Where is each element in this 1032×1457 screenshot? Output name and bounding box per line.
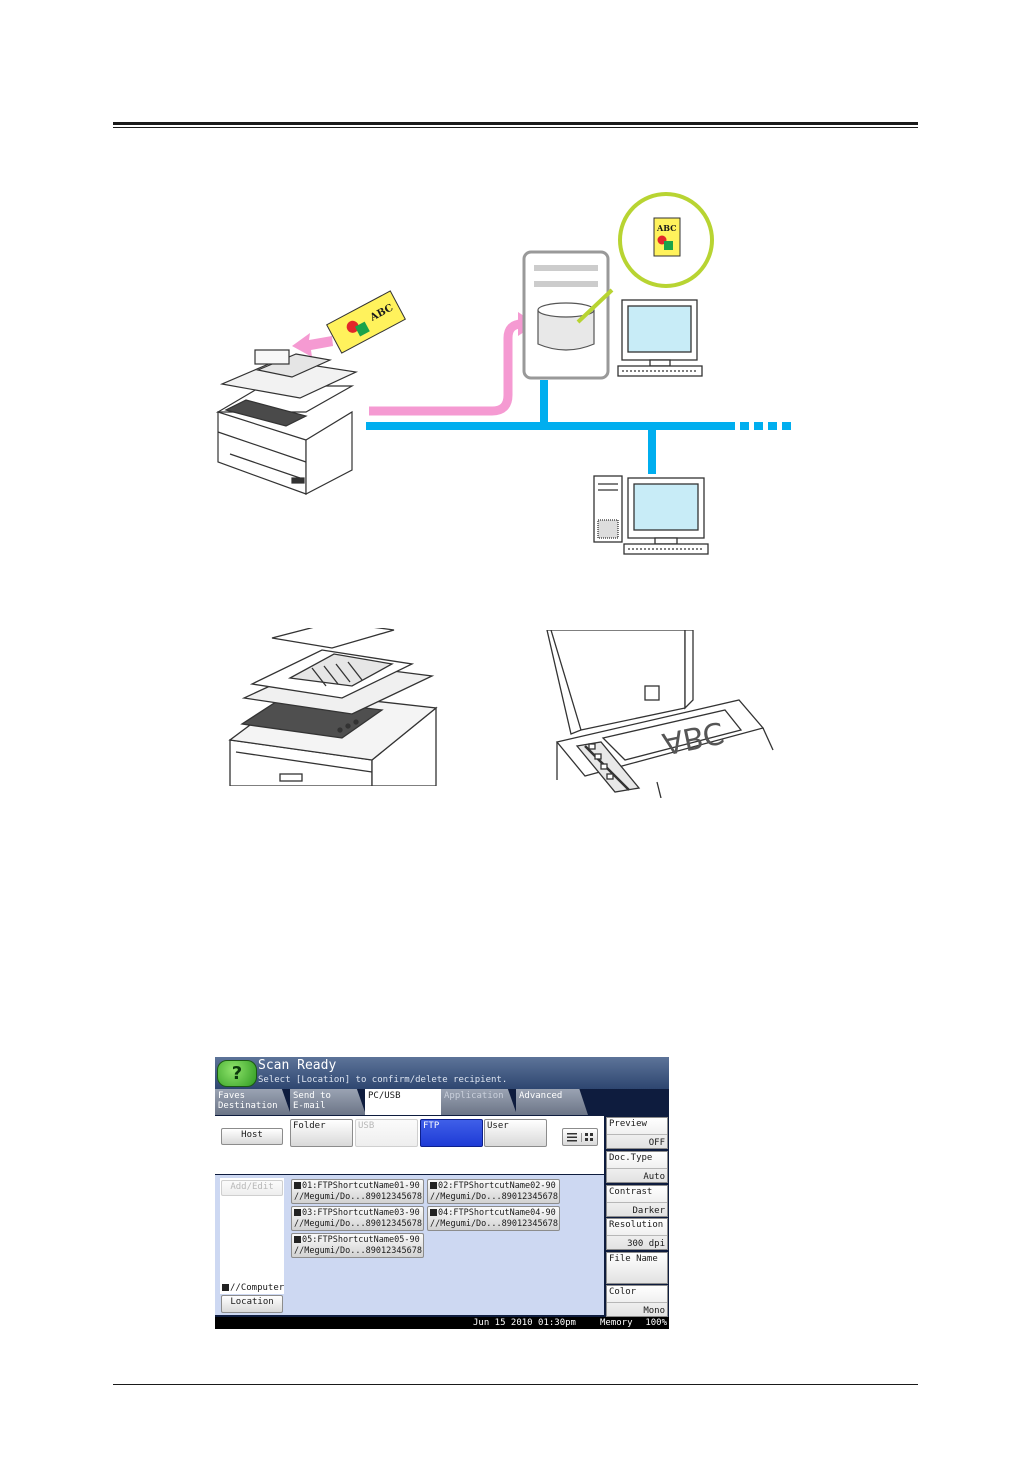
folder-button[interactable]: Folder xyxy=(290,1119,353,1147)
folder-icon xyxy=(430,1209,437,1216)
screen-header: ? Scan Ready Select [Location] to confir… xyxy=(215,1057,669,1089)
status-datetime: Jun 15 2010 01:30pm xyxy=(473,1318,576,1328)
ftp-network-diagram: ABC ABC xyxy=(215,192,796,555)
memory-value: 100% xyxy=(645,1318,667,1328)
tab-application[interactable]: Application xyxy=(441,1089,517,1115)
list-grid-icon xyxy=(567,1133,593,1142)
status-bar: Jun 15 2010 01:30pm Memory 100% xyxy=(215,1317,669,1329)
screen-subtitle: Select [Location] to confirm/delete reci… xyxy=(258,1075,508,1085)
host-button[interactable]: Host xyxy=(221,1128,283,1145)
shortcut-entry[interactable]: 05:FTPShortcutName05-90 //Megumi/Do...89… xyxy=(291,1233,424,1258)
folder-icon xyxy=(222,1284,229,1291)
tab-pc-usb[interactable]: PC/USB xyxy=(365,1089,441,1115)
scan-control-panel-screen: ? Scan Ready Select [Location] to confir… xyxy=(215,1057,669,1329)
file-callout-bubble: ABC xyxy=(576,192,714,324)
ftp-button[interactable]: FTP xyxy=(420,1119,483,1147)
help-button[interactable]: ? xyxy=(217,1060,257,1087)
mfp-device xyxy=(215,349,359,495)
adf-feeder-illustration xyxy=(228,628,438,786)
shortcut-entry[interactable]: 04:FTPShortcutName04-90 //Megumi/Do...89… xyxy=(427,1206,560,1231)
folder-icon xyxy=(294,1182,301,1189)
platen-glass-illustration: ABC xyxy=(546,630,774,798)
footer-rule xyxy=(113,1384,918,1385)
location-path: //Computer xyxy=(222,1283,284,1293)
folder-icon xyxy=(294,1236,301,1243)
data-flow-arrow xyxy=(369,319,523,416)
client-pc xyxy=(593,475,709,555)
folder-icon xyxy=(430,1182,437,1189)
add-edit-button[interactable]: Add/Edit xyxy=(221,1180,283,1196)
shortcut-entry[interactable]: 02:FTPShortcutName02-90 //Megumi/Do...89… xyxy=(427,1179,560,1204)
memory-label: Memory xyxy=(600,1318,633,1328)
paper-arrow xyxy=(292,333,333,357)
tab-advanced[interactable]: Advanced xyxy=(516,1089,588,1115)
shortcut-entry[interactable]: 03:FTPShortcutName03-90 //Megumi/Do...89… xyxy=(291,1206,424,1231)
paper-document: ABC xyxy=(326,290,406,354)
usb-button[interactable]: USB xyxy=(355,1119,418,1147)
shortcut-entry[interactable]: 01:FTPShortcutName01-90 //Megumi/Do...89… xyxy=(291,1179,424,1204)
list-view-toggle[interactable] xyxy=(562,1128,598,1146)
file-name-setting[interactable]: File Name xyxy=(606,1252,668,1284)
header-rule xyxy=(113,122,918,125)
server-disk-icon xyxy=(537,302,595,351)
left-panel xyxy=(220,1178,284,1294)
header-rule-thin xyxy=(113,127,918,128)
bubble-file-label: ABC xyxy=(656,223,676,233)
server-monitor xyxy=(617,299,703,377)
folder-icon xyxy=(294,1209,301,1216)
location-button[interactable]: Location xyxy=(221,1295,283,1313)
screen-title: Scan Ready xyxy=(258,1058,337,1073)
user-button[interactable]: User xyxy=(484,1119,547,1147)
